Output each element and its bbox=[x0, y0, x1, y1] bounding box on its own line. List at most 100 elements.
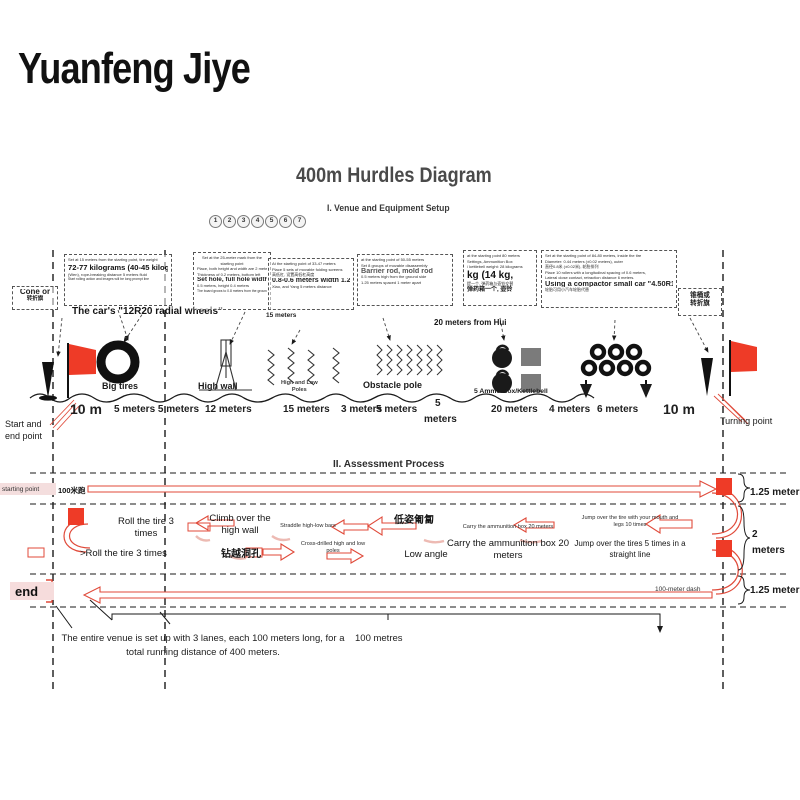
process-step-jump-tire-small: Jump over the tire with your mouth and l… bbox=[581, 515, 679, 528]
hundred-metres-label: 100 metres bbox=[355, 633, 403, 644]
callout-line: (Wen), rope-breaking distance 5 meters f… bbox=[68, 271, 147, 277]
callout-cone-left: Cone or 转折旗 bbox=[12, 286, 58, 310]
process-step-cross-drilled: Cross-drilled high and low poles bbox=[300, 541, 366, 554]
callout-line: Set at the starting point of 84-80 meter… bbox=[545, 253, 642, 258]
callout-line: 1.25 meters spaced 1 meter apart bbox=[361, 279, 422, 285]
end-label: end bbox=[15, 584, 39, 599]
callout-title: 0.8-0.6 meters width 1.25 bbox=[272, 277, 350, 284]
process-step-jump-tire: Jump over the tires 5 times in a straigh… bbox=[574, 539, 686, 559]
callout-line: 0.5 meters, height 0.4 meters bbox=[197, 283, 250, 289]
callout-title: kg (14 kg, bbox=[467, 269, 514, 281]
equipment-label-ammo-kettlebell: 5 Ammo Box/Kettlebell bbox=[474, 388, 548, 395]
process-step-climb-wall: Climb over the high wall bbox=[209, 513, 271, 536]
callout-title: Using a compactor small car "4.50R12- bbox=[545, 280, 673, 287]
callout-line: Settings, Ammunition Box bbox=[467, 258, 513, 264]
distance-15m: 15 meters bbox=[283, 404, 330, 415]
callout-line: 高低杠, 设置高低杠高度 bbox=[272, 272, 315, 277]
callout-line: at the starting point of 50-55 meters bbox=[361, 257, 425, 262]
process-step-roll-tire-alt: >Roll the tire 3 times bbox=[80, 548, 167, 559]
callout-line: Place 10 rollers with a longitudinal spa… bbox=[545, 269, 646, 275]
step-chip: 1 bbox=[209, 215, 222, 228]
end-badge bbox=[10, 582, 54, 600]
callout-low-poles: At the starting point of 33-47 meters Pl… bbox=[268, 258, 354, 310]
section-title-assessment: II. Assessment Process bbox=[333, 459, 445, 470]
callout-cone-right: 锥桶或 转折旗 bbox=[678, 288, 722, 316]
ammo-distance-label: 20 meters from Hui bbox=[434, 318, 507, 327]
callout-line: Place 5 sets of movable folding screens bbox=[272, 266, 343, 272]
venue-note: The entire venue is set up with 3 lanes,… bbox=[61, 633, 345, 658]
callout-big-tires: Set at 15 meters from the starting point… bbox=[64, 254, 172, 306]
distance-10m-left: 10 m bbox=[70, 401, 102, 417]
callout-line: 转折旗 bbox=[26, 296, 44, 303]
low-poles-dist: 15 meters bbox=[266, 312, 297, 319]
callout-line: Thickness of 0.2 meters, bottom left bbox=[197, 271, 261, 277]
step-chip: 3 bbox=[237, 215, 250, 228]
distance-5m-b-unit: meters bbox=[424, 414, 457, 425]
callout-line: 提一个, 弹药箱与壶铃交替 bbox=[467, 280, 514, 286]
starting-point-label: starting point bbox=[2, 486, 40, 493]
callout-title: Set hole, full hole width bbox=[197, 277, 267, 283]
lane-width-2: 2 meters bbox=[752, 529, 785, 556]
callout-line: At the starting point of 33-47 meters bbox=[272, 261, 336, 266]
start-end-point-label: Start and end point bbox=[5, 419, 43, 441]
distance-12m: 12 meters bbox=[205, 404, 252, 415]
lane-width-3: 1.25 meters bbox=[750, 585, 800, 596]
distance-5m-b: 5 bbox=[435, 398, 441, 409]
callout-line: starting point bbox=[220, 260, 244, 266]
equipment-label-high-wall: High wall bbox=[198, 381, 238, 391]
distance-10m-right: 10 m bbox=[663, 401, 695, 417]
callout-line: Cone or bbox=[19, 289, 51, 296]
process-step-ammo: Carry the ammunition box 20 meters bbox=[447, 538, 569, 561]
callout-tire-grid: Set at the starting point of 84-80 meter… bbox=[541, 250, 677, 308]
dash-100m-label: 100-meter dash bbox=[655, 586, 701, 593]
step-chip: 4 bbox=[251, 215, 264, 228]
equipment-label-big-tires: Big tires bbox=[102, 381, 139, 391]
step-chip: 2 bbox=[223, 215, 236, 228]
callout-line: Place, both height and width are 2 meter… bbox=[197, 266, 267, 271]
diagram-title: 400m Hurdles Diagram bbox=[296, 164, 492, 187]
diagram-subtitle: I. Venue and Equipment Setup bbox=[327, 203, 450, 214]
start-badge bbox=[0, 483, 56, 495]
callout-line: 转折旗 bbox=[690, 300, 710, 307]
distance-6m: 6 meters bbox=[597, 404, 639, 415]
callout-line: 锥桶或 bbox=[690, 292, 710, 299]
callout-line: Lateral close contact, retraction distan… bbox=[545, 275, 635, 280]
distance-3m: 3 meters bbox=[341, 404, 383, 415]
process-step-straddle-bars: Straddle high-low bars bbox=[280, 523, 336, 529]
callout-line: Xiao, and Yang 5 meters distance bbox=[272, 283, 332, 289]
run-100m-label: 100米跑 bbox=[58, 486, 86, 495]
page-title: Yuanfeng Jiye bbox=[18, 44, 251, 93]
callout-line: 直径0.8米 (±0.02米), 轮胎排列 bbox=[545, 264, 599, 269]
callout-line: at the starting point 80 meters bbox=[467, 253, 520, 258]
distance-20m: 20 meters bbox=[491, 404, 538, 415]
callout-line: 72-77 kilograms (40-45 kilograms, bbox=[68, 262, 168, 272]
distance-5-5: 5 meters 5 meters bbox=[114, 404, 200, 415]
step-chip: 6 bbox=[279, 215, 292, 228]
equipment-label-obstacle-pole: Obstacle pole bbox=[363, 380, 423, 390]
callout-barrier-rod: at the starting point of 50-55 meters Se… bbox=[357, 254, 453, 306]
callout-title: Barrier rod, mold rod bbox=[361, 268, 433, 275]
callout-line: 0.5 meters high from the ground side bbox=[361, 274, 427, 280]
callout-high-wall: Set at the 25-meter mark from the starti… bbox=[193, 252, 271, 310]
callout-line: Set at the 25-meter mark from the bbox=[201, 255, 263, 260]
callout-line: The board grows to 0.8 meters from the g… bbox=[197, 288, 267, 293]
distance-4m: 4 meters bbox=[549, 404, 591, 415]
callout-ammo-box: at the starting point 80 meters Settings… bbox=[463, 250, 537, 306]
callout-line: 弹药箱一个, 壶铃 bbox=[467, 287, 513, 293]
process-step-climb-wall-cn: 钻越洞孔 bbox=[221, 549, 261, 560]
callout-line: Set at 15 meters from the starting point… bbox=[68, 257, 158, 262]
callout-line: / kettlebell weight: 28 kilograms bbox=[467, 264, 523, 269]
lane-width-1: 1.25 meters bbox=[750, 487, 800, 498]
process-step-low-crawl-cn: 低姿匍匐 bbox=[394, 515, 434, 526]
callout-line: Diameter: 0.44 meters (±0.02 meters), ou… bbox=[545, 258, 624, 264]
callout-title-big-tires: The car's "12R20 radial wheels" bbox=[72, 306, 223, 317]
step-number-chips: 1 2 3 4 5 6 7 bbox=[209, 215, 306, 228]
callout-line: Start rolling action and images will be … bbox=[68, 277, 150, 281]
step-chip: 7 bbox=[293, 215, 306, 228]
callout-line: Set 8 groups of movable disassembly bbox=[361, 262, 428, 268]
process-step-roll-tire: Roll the tire 3 times bbox=[118, 516, 174, 539]
process-step-low-angle: Low angle bbox=[404, 549, 448, 560]
step-chip: 5 bbox=[265, 215, 278, 228]
